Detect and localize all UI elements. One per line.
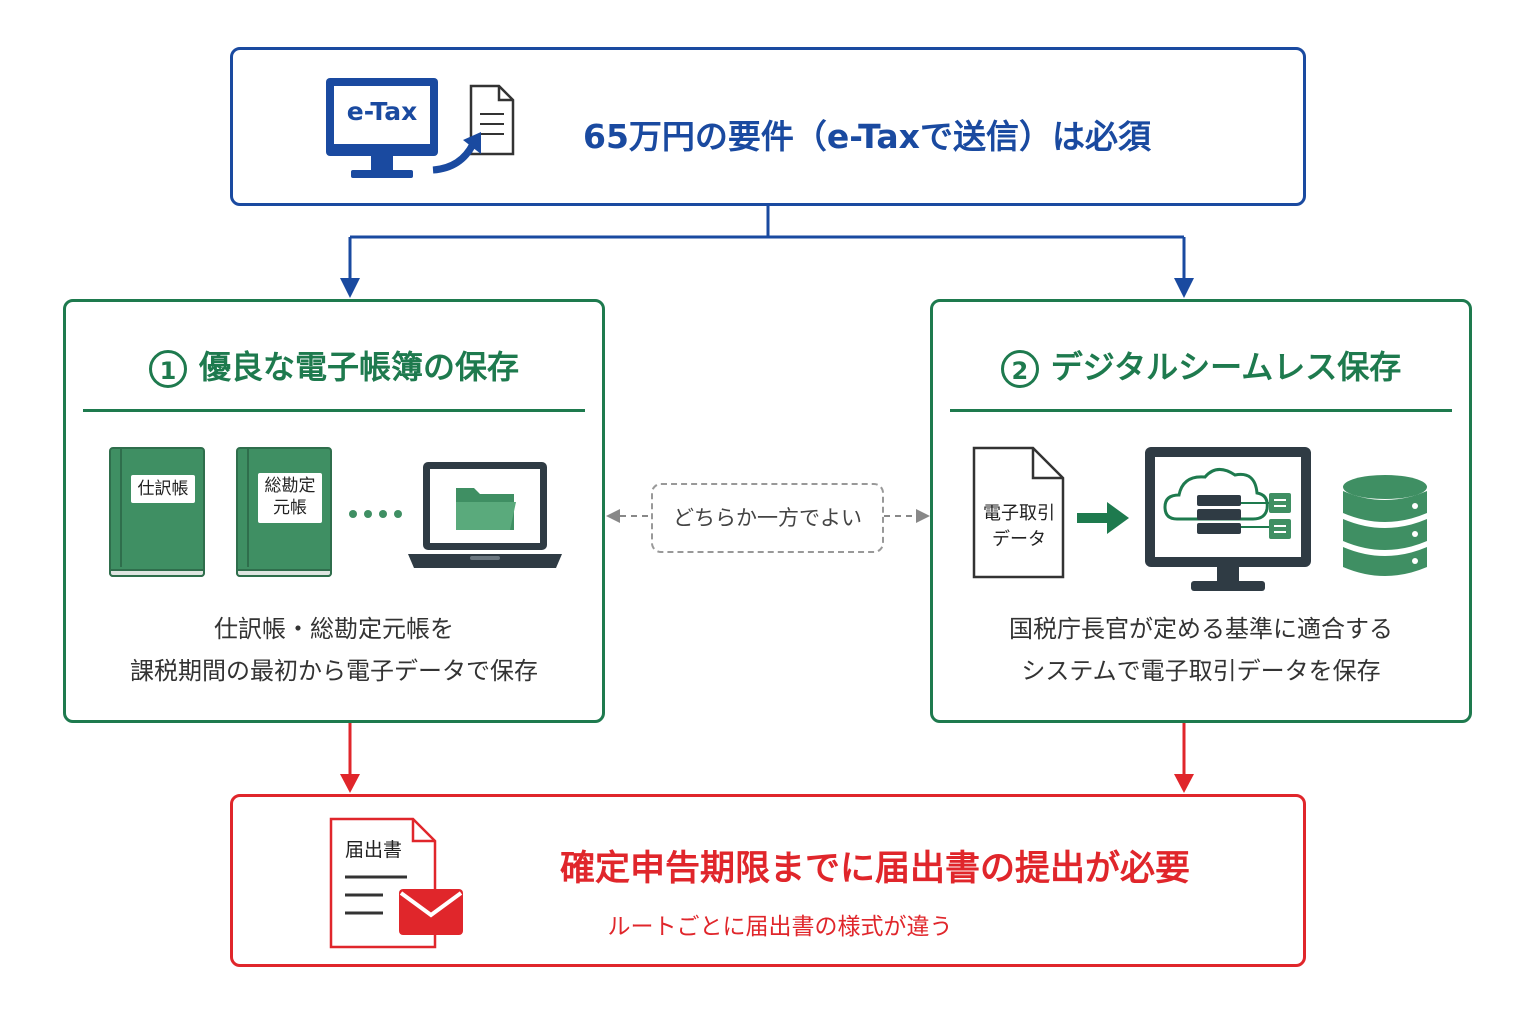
cloud-server-monitor-icon (1145, 447, 1311, 591)
notification-document-label: 届出書 (345, 839, 403, 861)
left-desc-line2: 課税期間の最初から電子データで保存 (130, 657, 538, 685)
left-desc-line1: 仕訳帳・総勘定元帳を (214, 615, 454, 643)
arrow-to-right-panel (1174, 278, 1194, 298)
number-badge: 2 (1000, 350, 1039, 388)
either-one-note: どちらか一方でよい (651, 483, 884, 553)
journal-book-icon: 仕訳帳 (109, 447, 205, 577)
journal-book-label: 仕訳帳 (131, 475, 195, 503)
left-panel-title-text: 優良な電子帳簿の保存 (198, 348, 519, 386)
doc-label-line2: データ (992, 529, 1046, 550)
notification-form-note: ルートごとに届出書の様式が違う (607, 914, 953, 940)
arrow-right-icon (1077, 502, 1129, 534)
number-badge: 1 (148, 350, 187, 388)
digital-seamless-panel: 2 デジタルシームレス保存 電子取引 データ (930, 299, 1472, 723)
mail-envelope-icon (399, 889, 463, 935)
excellent-e-books-panel: 1 優良な電子帳簿の保存 仕訳帳 総勘定 元帳 仕訳帳・総勘定元帳を 課税期間の最… (63, 299, 605, 723)
right-panel-divider (950, 409, 1452, 412)
electronic-transaction-document-label: 電子取引 データ (976, 501, 1062, 553)
left-panel-description: 仕訳帳・総勘定元帳を 課税期間の最初から電子データで保存 (66, 608, 602, 692)
etax-requirement-title: 65万円の要件（e-Taxで送信）は必須 (583, 117, 1151, 156)
electronic-transaction-document-icon (972, 446, 1065, 579)
right-panel-description: 国税庁長官が定める基準に適合する システムで電子取引データを保存 (933, 608, 1469, 692)
arrow-head-left (606, 509, 620, 523)
arrow-left-to-bottom (340, 774, 360, 793)
etax-requirement-box: e-Tax 65万円の要件（e-Taxで送信）は必須 (230, 47, 1306, 206)
arrow-head-right (916, 509, 930, 523)
laptop-folder-icon (408, 462, 562, 568)
left-panel-divider (83, 409, 585, 412)
etax-monitor-icon (326, 78, 515, 178)
general-ledger-book-label: 総勘定 元帳 (258, 473, 322, 523)
bottom-connector (348, 723, 1186, 776)
ellipsis-dots-icon (349, 510, 402, 518)
doc-label-line1: 電子取引 (983, 503, 1055, 524)
general-ledger-label-line2: 元帳 (273, 498, 307, 518)
etax-label: e-Tax (346, 97, 418, 126)
right-desc-line1: 国税庁長官が定める基準に適合する (1009, 615, 1393, 643)
general-ledger-label-line1: 総勘定 (264, 476, 316, 496)
notification-requirement-box: 届出書 確定申告期限までに届出書の提出が必要 ルートごとに届出書の様式が違う (230, 794, 1306, 967)
database-icon (1343, 475, 1427, 576)
left-panel-title: 1 優良な電子帳簿の保存 (66, 342, 602, 388)
right-panel-title-text: デジタルシームレス保存 (1050, 348, 1402, 386)
right-panel-title: 2 デジタルシームレス保存 (933, 342, 1469, 388)
general-ledger-book-icon: 総勘定 元帳 (236, 447, 332, 577)
top-connector (348, 206, 1186, 282)
right-desc-line2: システムで電子取引データを保存 (1021, 657, 1381, 685)
arrow-right-to-bottom (1174, 774, 1194, 793)
arrow-to-left-panel (340, 278, 360, 298)
notification-deadline-title: 確定申告期限までに届出書の提出が必要 (559, 849, 1190, 889)
